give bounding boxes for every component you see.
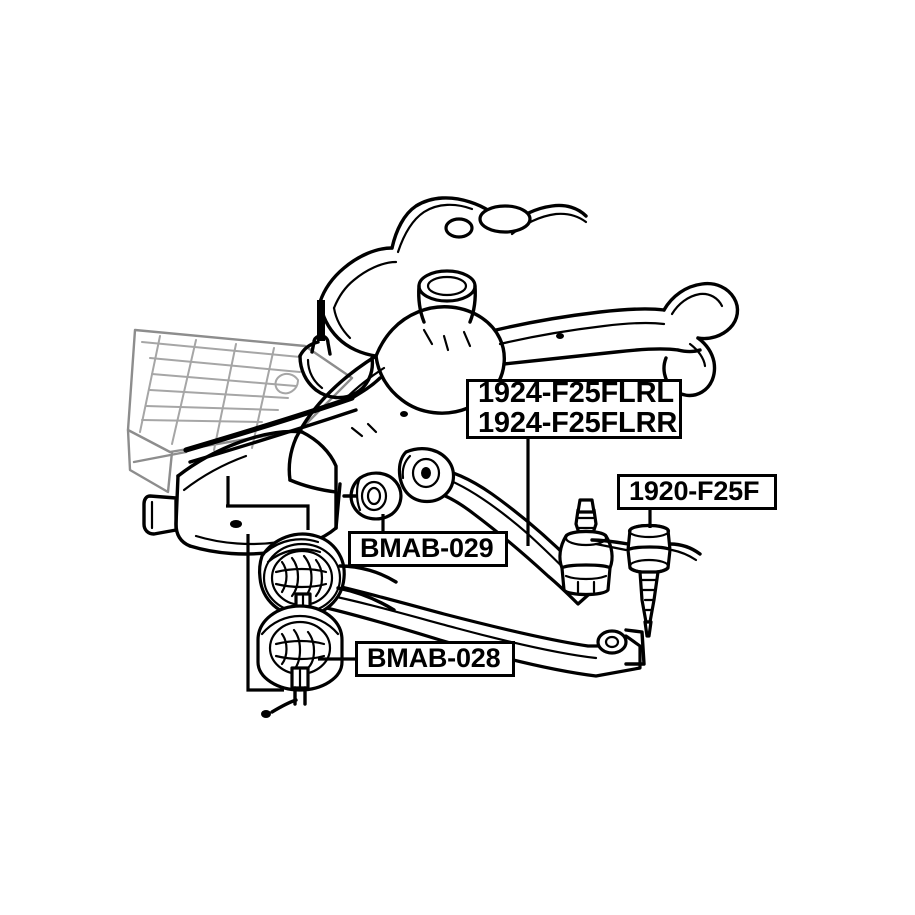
callout-1924-line1: 1924-F25FLRL	[478, 376, 674, 409]
callout-bmab-029-line1: BMAB-029	[360, 532, 494, 563]
subframe-crossmember	[142, 196, 740, 556]
floor-panel	[126, 328, 354, 494]
bushing-ribbed	[258, 532, 398, 628]
platform-hole	[230, 520, 242, 528]
callout-1924-line2: 1924-F25FLRR	[478, 407, 678, 439]
bushing-large	[256, 604, 344, 718]
callout-1924: 1924-F25FLRL 1924-F25FLRR	[466, 376, 682, 439]
subframe-hole-small	[444, 217, 474, 239]
leader-lines	[226, 439, 652, 692]
control-arm-upper	[397, 447, 598, 606]
leader-subframe-bushing-b	[226, 504, 310, 530]
callout-1920: 1920-F25F	[617, 474, 777, 510]
callout-bmab-029: BMAB-029	[348, 531, 508, 567]
callout-bmab-028-line1: BMAB-028	[367, 642, 501, 673]
control-arm-lower	[298, 576, 646, 678]
callout-bmab-028: BMAB-028	[355, 641, 515, 677]
subframe-stud	[317, 300, 325, 341]
callout-1920-line1: 1920-F25F	[629, 475, 760, 506]
ball-joint-installed	[558, 498, 614, 597]
ball-joint-loose	[590, 523, 702, 638]
bushing-small	[342, 471, 403, 521]
subframe-hole-large	[478, 204, 532, 234]
lower-arm-eye	[596, 629, 628, 655]
leader-subframe-bushing-a	[246, 534, 284, 692]
